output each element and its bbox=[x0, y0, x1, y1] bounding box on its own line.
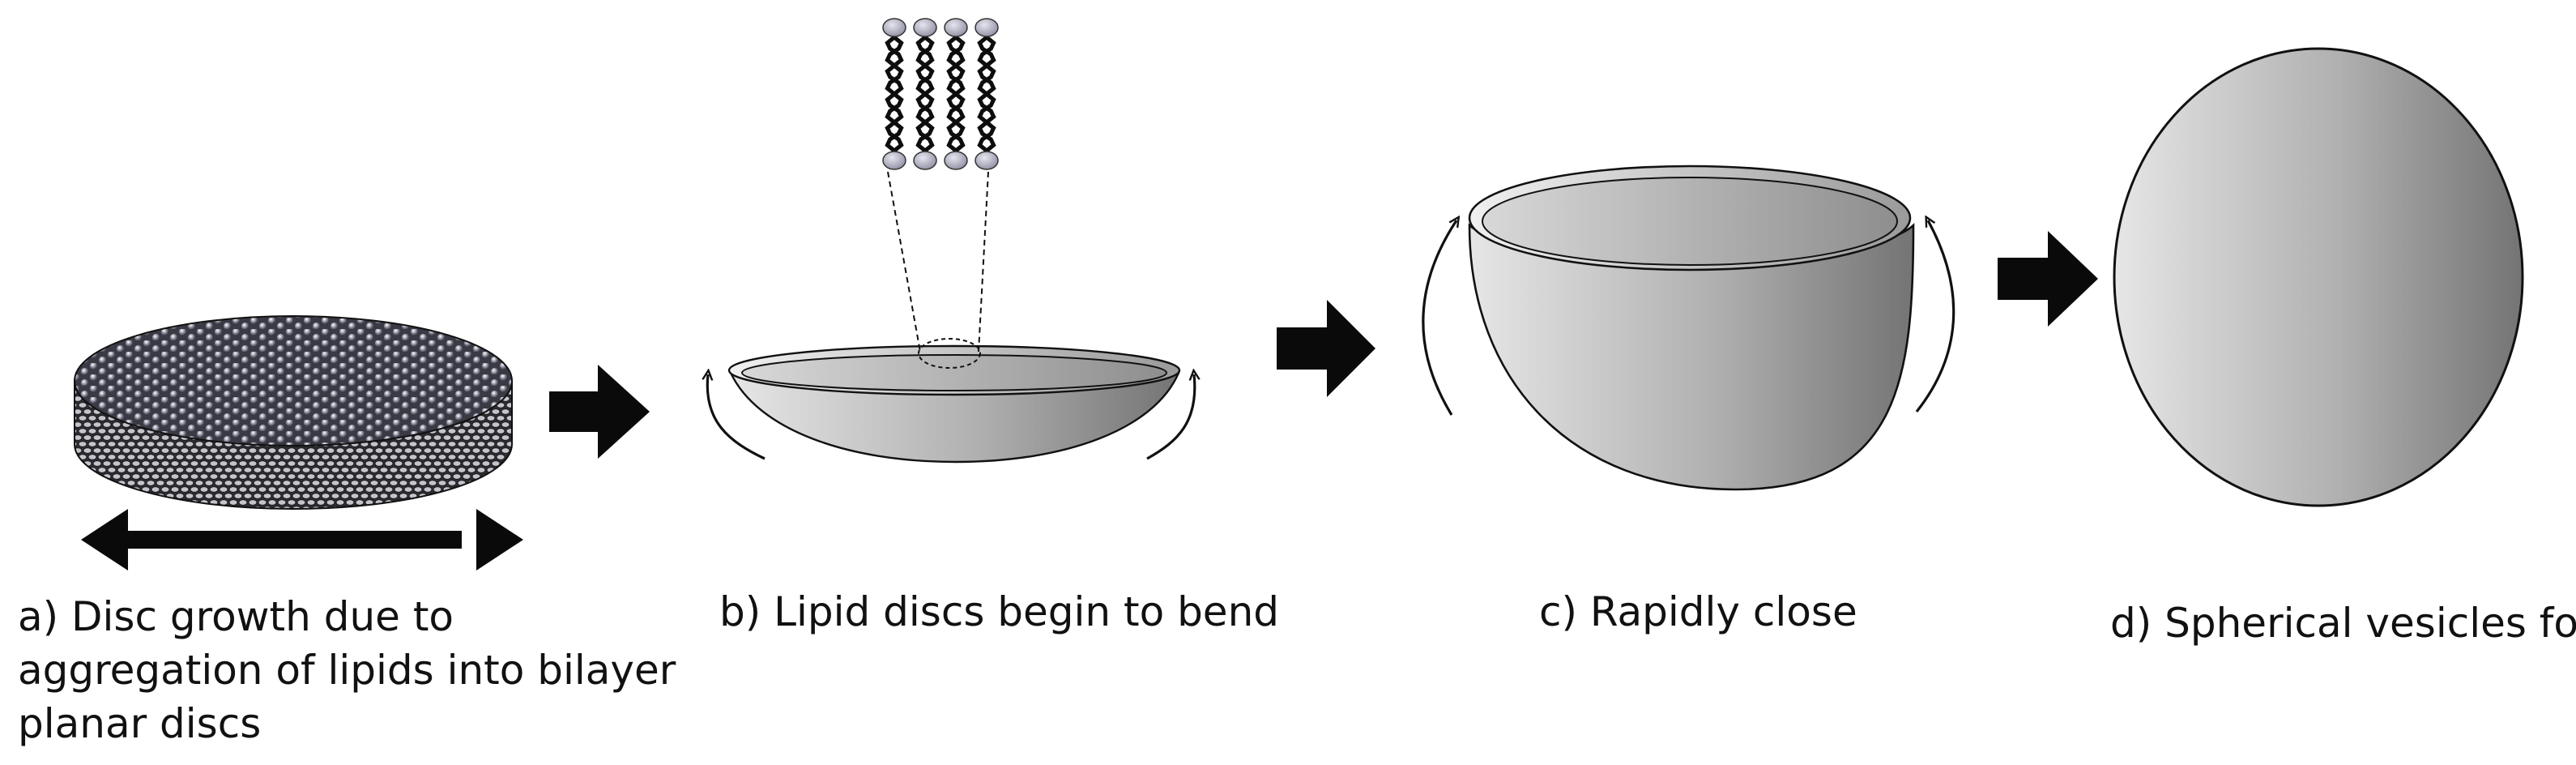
planar-lipid-disc bbox=[74, 315, 513, 510]
flow-arrow-icon bbox=[1277, 300, 1375, 397]
flow-arrow-icon bbox=[549, 365, 650, 459]
close-arrow-right-icon bbox=[1915, 220, 1955, 412]
lipid-head bbox=[975, 18, 999, 37]
caption-line: aggregation of lipids into bilayer bbox=[18, 647, 676, 694]
close-arrow-left-icon bbox=[1422, 220, 1456, 416]
lipid-tail bbox=[885, 36, 904, 152]
caption-line: c) Rapidly close bbox=[1539, 588, 1857, 635]
lipid-bilayer-inset bbox=[882, 18, 999, 170]
spherical-vesicle bbox=[2113, 47, 2524, 507]
zoom-guide-lines bbox=[887, 171, 989, 353]
caption-discs-bend: b) Lipid discs begin to bend bbox=[719, 585, 1279, 639]
lipid-tail bbox=[946, 36, 966, 152]
caption-spherical-vesicles: d) Spherical vesicles form bbox=[2110, 596, 2576, 650]
lipid-tail bbox=[915, 36, 935, 152]
caption-line: b) Lipid discs begin to bend bbox=[719, 588, 1279, 635]
closing-lipid-cup bbox=[1468, 165, 1915, 491]
caption-disc-growth: a) Disc growth due to aggregation of lip… bbox=[18, 590, 676, 750]
lipid-head bbox=[944, 151, 968, 170]
flow-arrow-icon bbox=[1998, 231, 2098, 327]
bend-arrow-left-icon bbox=[707, 374, 766, 460]
bending-lipid-disc bbox=[727, 338, 1181, 464]
lipid-head bbox=[913, 151, 937, 170]
disc-growth-double-arrow-icon bbox=[81, 509, 523, 571]
lipid-head bbox=[975, 151, 999, 170]
lipid-head bbox=[944, 18, 968, 37]
caption-line: planar discs bbox=[18, 700, 262, 747]
lipid-head bbox=[913, 18, 937, 37]
caption-line: d) Spherical vesicles form bbox=[2110, 600, 2576, 647]
bend-arrow-right-icon bbox=[1146, 374, 1195, 460]
lipid-head bbox=[882, 151, 906, 170]
caption-line: a) Disc growth due to bbox=[18, 593, 454, 640]
lipid-tail bbox=[977, 36, 996, 152]
caption-rapidly-close: c) Rapidly close bbox=[1539, 585, 1857, 639]
lipid-head bbox=[882, 18, 906, 37]
